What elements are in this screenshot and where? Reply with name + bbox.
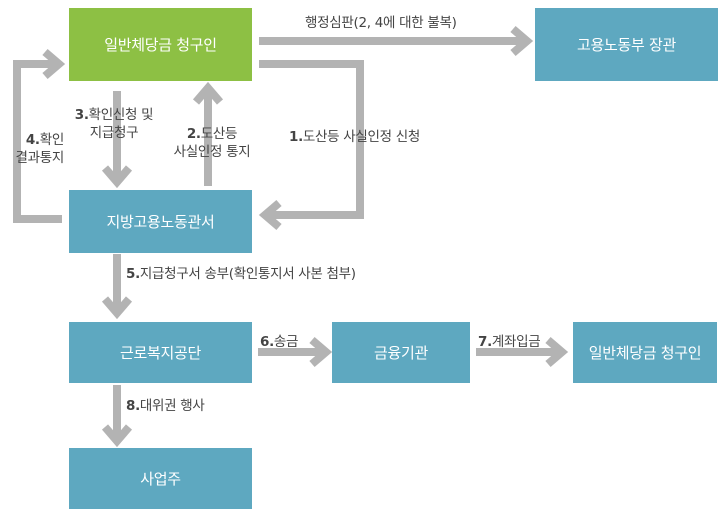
node-financial-institution: 금융기관 [332, 322, 470, 383]
arrowhead-1 [258, 199, 282, 231]
label-8-number: 8. [126, 398, 140, 414]
label-7-number: 7. [478, 334, 492, 350]
arrowhead-3 [101, 165, 133, 189]
arrowhead-4 [42, 48, 66, 80]
label-7-text: 계좌입금 [491, 334, 541, 350]
label-6-remit: 6.송금 [260, 333, 298, 351]
label-2-notify: 2.도산등 사실인정 통지 [160, 125, 264, 161]
arrowhead-5 [101, 296, 133, 320]
label-5-number: 5. [126, 266, 140, 282]
arrow-4-result [13, 60, 62, 223]
label-3-number: 3. [74, 107, 89, 123]
node-regional-office: 지방고용노동관서 [69, 190, 252, 253]
arrowhead-appeal [510, 25, 534, 57]
label-4-line2: 결과통지 [15, 150, 65, 166]
label-6-number: 6. [260, 334, 274, 350]
arrowhead-2 [192, 81, 224, 105]
label-1-number: 1. [289, 129, 303, 145]
label-5-send: 5.지급청구서 송부(확인통지서 사본 첨부) [126, 265, 356, 283]
node-welfare-corp: 근로복지공단 [69, 322, 252, 383]
label-2-line2: 사실인정 통지 [173, 144, 251, 160]
label-8-text: 대위권 행사 [139, 398, 205, 414]
label-1-text: 도산등 사실인정 신청 [302, 129, 420, 145]
arrowhead-8 [101, 424, 133, 448]
label-5-text: 지급청구서 송부(확인통지서 사본 첨부) [139, 266, 356, 282]
label-2-line1: 도산등 [200, 126, 238, 142]
label-3-line2: 지급청구 [89, 125, 139, 141]
node-claimant-top: 일반체당금 청구인 [69, 8, 252, 81]
node-employer: 사업주 [69, 448, 252, 509]
label-4-result: 4.확인 결과통지 [2, 131, 65, 167]
label-7-deposit: 7.계좌입금 [478, 333, 541, 351]
label-2-number: 2. [186, 126, 201, 142]
arrowhead-6 [309, 336, 333, 368]
label-6-text: 송금 [273, 334, 299, 350]
label-4-line1: 확인 [39, 132, 65, 148]
label-4-number: 4. [25, 132, 40, 148]
arrow-1-apply [259, 60, 364, 219]
label-8-subrogation: 8.대위권 행사 [126, 397, 205, 415]
label-1-apply: 1.도산등 사실인정 신청 [289, 128, 420, 146]
label-3-request: 3.확인신청 및 지급청구 [62, 106, 166, 142]
label-appeal: 행정심판(2, 4에 대한 불복) [305, 15, 457, 31]
node-claimant-bottom: 일반체당금 청구인 [573, 322, 717, 383]
node-ministry: 고용노동부 장관 [535, 8, 718, 81]
label-3-line1: 확인신청 및 [88, 107, 154, 123]
arrowhead-7 [545, 336, 569, 368]
